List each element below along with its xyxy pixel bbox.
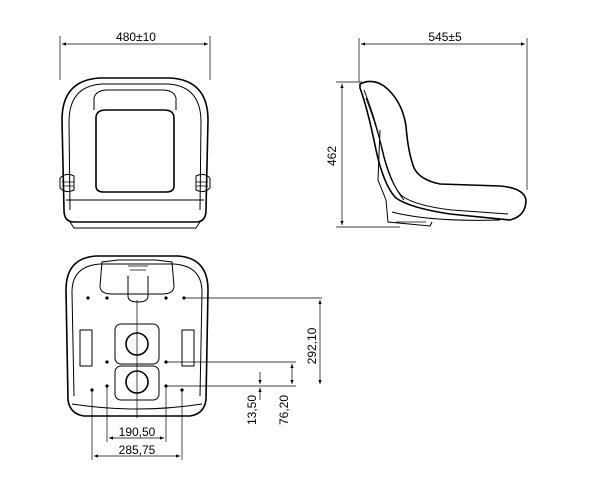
side-view: 545±5 462 [325,30,528,228]
side-height-label: 462 [325,146,339,166]
dim-285-75-label: 285,75 [119,443,156,457]
front-view: 480±10 [59,30,211,229]
dim-76-20-label: 76,20 [277,395,291,425]
side-depth-label: 545±5 [428,30,462,44]
front-width-label: 480±10 [116,30,156,44]
dim-292-10-label: 292,10 [305,327,319,364]
bottom-view: 292,10 13,50 76,20 190,50 285,75 [65,255,322,460]
dim-13-50-label: 13,50 [245,395,259,425]
dim-190-50-label: 190,50 [119,425,156,439]
